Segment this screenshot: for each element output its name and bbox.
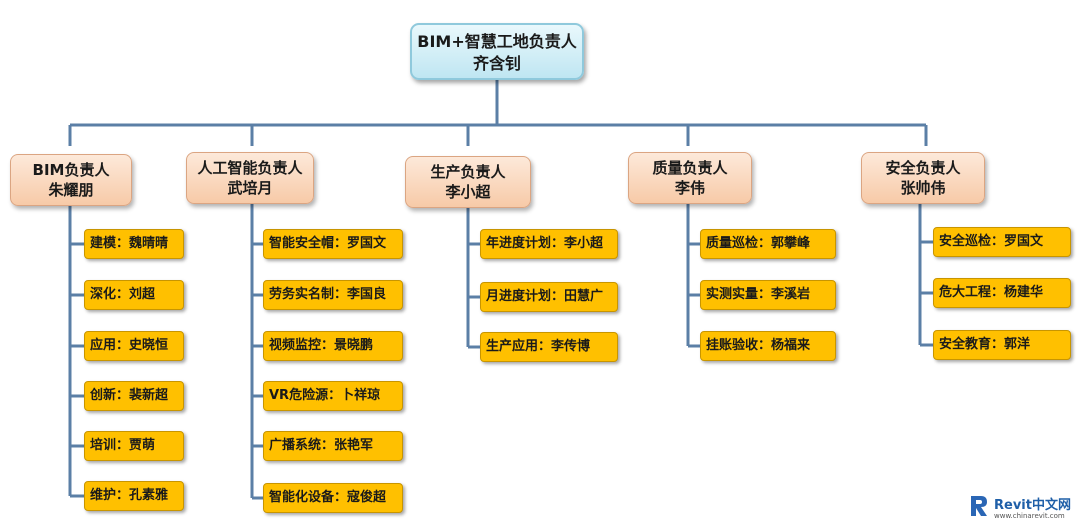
task-node: 视频监控：景晓鹏 (263, 331, 403, 361)
dept-head-production: 生产负责人 李小超 (405, 156, 531, 208)
task-node: 智能安全帽：罗国文 (263, 229, 403, 259)
task-node: 月进度计划：田慧广 (480, 282, 618, 312)
dept-role: 安全负责人 (885, 159, 961, 177)
dept-role: 人工智能负责人 (197, 159, 303, 177)
task-node: 危大工程：杨建华 (933, 278, 1071, 308)
task-node: 创新：裴新超 (84, 381, 184, 411)
task-node: 年进度计划：李小超 (480, 229, 618, 259)
watermark-logo: Revit中文网 www.chinarevit.com (968, 492, 1076, 526)
director-title: BIM+智慧工地负责人 (417, 32, 577, 51)
dept-person: 武培月 (227, 179, 273, 197)
watermark-brand: Revit中文网 (994, 498, 1071, 513)
task-node: 广播系统：张艳军 (263, 431, 403, 461)
task-node: 质量巡检：郭攀峰 (700, 229, 836, 259)
dept-head-safety: 安全负责人 张帅伟 (861, 152, 985, 204)
dept-head-bim: BIM负责人 朱耀朋 (10, 154, 132, 206)
task-node: 安全巡检：罗国文 (933, 227, 1071, 257)
task-node: 培训：贾萌 (84, 431, 184, 461)
dept-role: 质量负责人 (652, 159, 728, 177)
task-node: 维护：孔素雅 (84, 481, 184, 511)
task-node: 生产应用：李传博 (480, 332, 618, 362)
dept-person: 李伟 (674, 179, 705, 197)
watermark-url: www.chinarevit.com (994, 512, 1065, 520)
task-node: 安全教育：郭洋 (933, 330, 1071, 360)
dept-head-ai: 人工智能负责人 武培月 (186, 152, 314, 204)
dept-person: 张帅伟 (900, 179, 946, 197)
revit-logo-icon (971, 496, 987, 516)
dept-person: 朱耀朋 (48, 181, 94, 199)
task-node: 挂账验收：杨福来 (700, 331, 836, 361)
dept-head-quality: 质量负责人 李伟 (628, 152, 752, 204)
dept-person: 李小超 (445, 183, 491, 201)
task-node: 深化：刘超 (84, 280, 184, 310)
dept-role: BIM负责人 (32, 161, 110, 179)
director-name: 齐含钊 (472, 54, 521, 73)
task-node: 建模：魏晴晴 (84, 229, 184, 259)
dept-role: 生产负责人 (430, 163, 506, 181)
task-node: 应用：史晓恒 (84, 331, 184, 361)
task-node: 劳务实名制：李国良 (263, 280, 403, 310)
task-node: 实测实量：李溪岩 (700, 280, 836, 310)
task-node: VR危险源：卜祥琼 (263, 381, 403, 411)
director-node: BIM+智慧工地负责人 齐含钊 (410, 23, 584, 80)
task-node: 智能化设备：寇俊超 (263, 483, 403, 513)
